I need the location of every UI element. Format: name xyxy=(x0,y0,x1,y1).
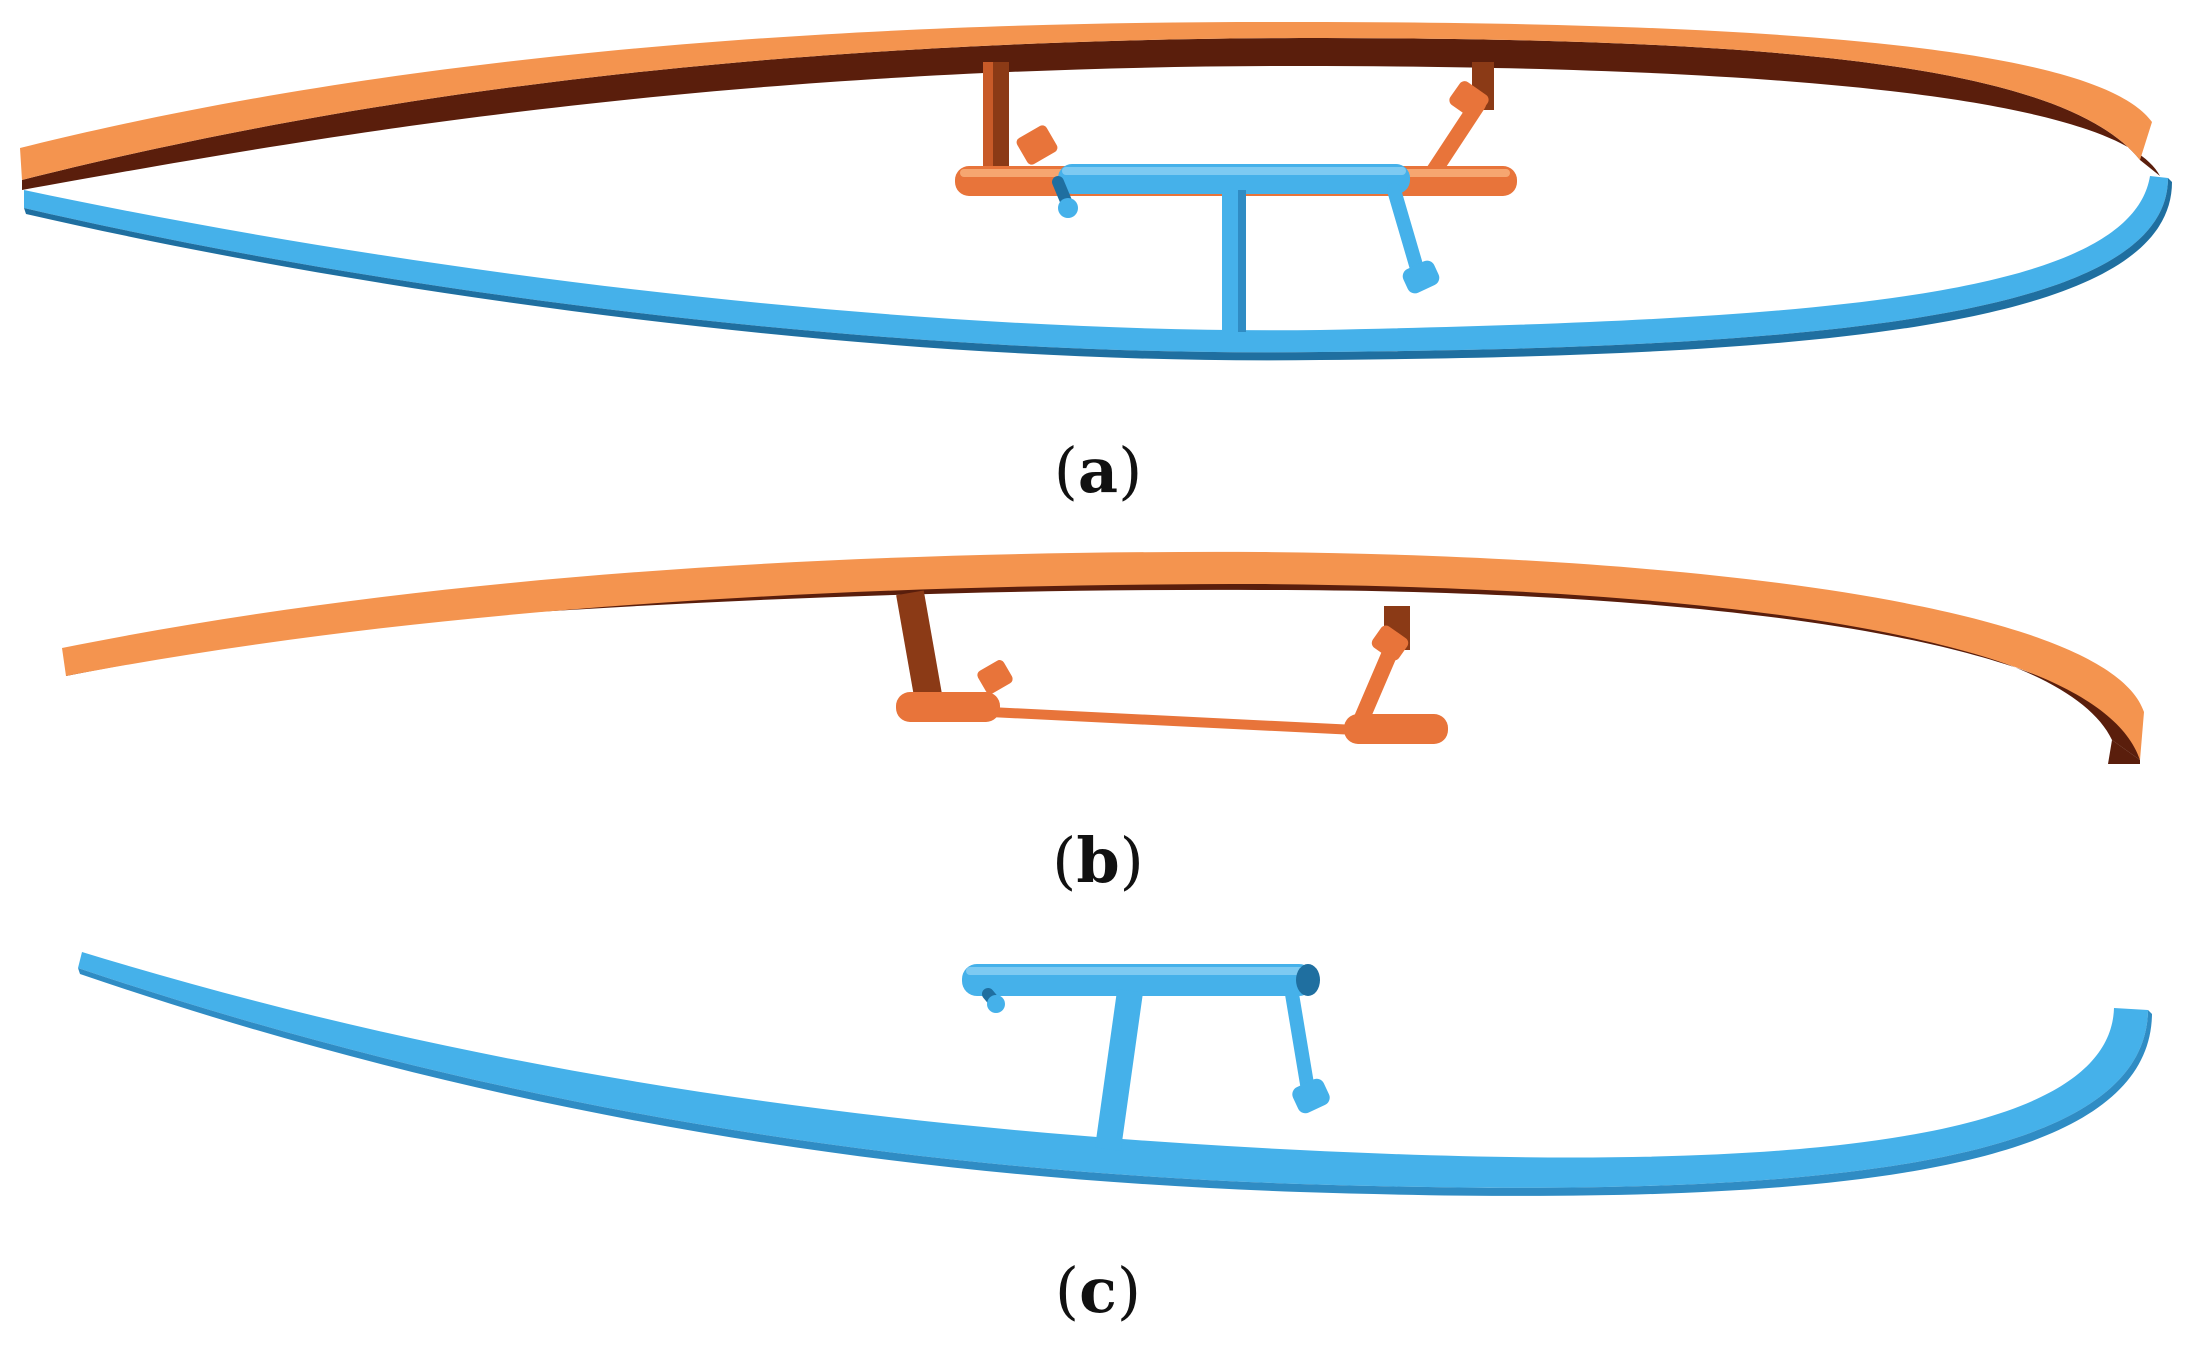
panel-a-lower-skin xyxy=(24,176,2168,353)
panel-c-caption: (c) xyxy=(1055,1254,1141,1327)
panel-b-link-right xyxy=(1354,625,1409,726)
panel-b-right-block xyxy=(1344,714,1448,744)
panel-c-rod-end xyxy=(1296,964,1320,996)
panel-a-upper-skin-dark xyxy=(22,38,2160,190)
panel-a-lower-rod-highlight xyxy=(1062,167,1406,175)
panel-b-upper-part xyxy=(62,551,2144,764)
panel-c-link-right xyxy=(1285,987,1330,1114)
panel-a-lower-post-shade xyxy=(1238,190,1246,332)
panel-a-upper-post-left-face xyxy=(983,62,993,182)
panel-a-caption: (a) xyxy=(1054,434,1143,507)
panel-c-lower-part xyxy=(78,952,2152,1196)
panel-b-caption: (b) xyxy=(1052,824,1144,897)
panel-a-upper-link-right xyxy=(1420,81,1489,188)
panel-b-connecting-rod xyxy=(985,707,1361,735)
panel-b-left-block xyxy=(896,692,1000,722)
panel-a-lower-link-right xyxy=(1387,183,1440,294)
panel-c-rod-highlight xyxy=(966,967,1310,975)
panel-a-upper-skin xyxy=(20,21,2152,181)
panel-b-hinge-left xyxy=(977,660,1013,694)
panel-b-trailing-curl xyxy=(2108,740,2140,764)
panel-a-full-airfoil xyxy=(20,21,2172,361)
panel-c-link-left xyxy=(982,988,1005,1013)
panel-b-upper-skin xyxy=(62,551,2144,760)
panel-c-post xyxy=(1094,988,1144,1152)
panel-a-upper-hinge-left xyxy=(1016,125,1058,165)
panel-b-post-left xyxy=(896,590,945,712)
panel-a-lower-link-left xyxy=(1052,176,1078,218)
